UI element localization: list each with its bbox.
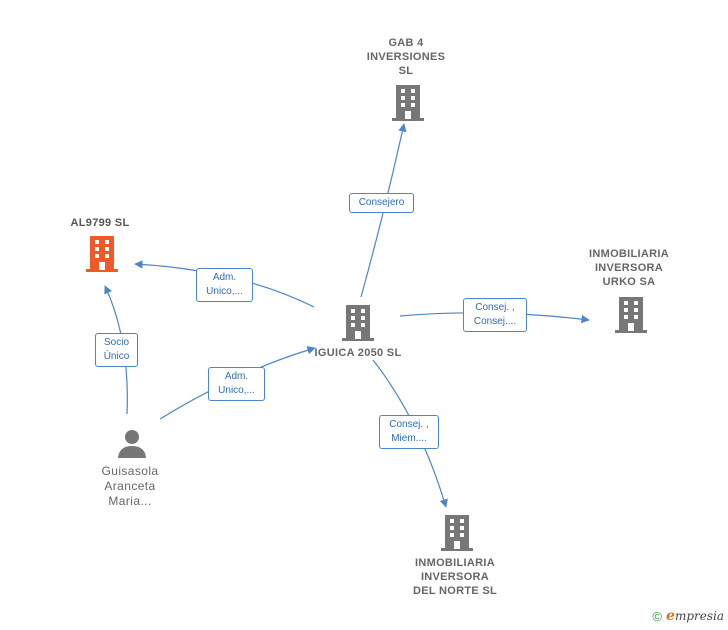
building-icon[interactable] <box>392 85 424 121</box>
node-label-iguica[interactable]: IGUICA 2050 SL <box>300 346 416 360</box>
label-line: INVERSORA <box>594 262 664 274</box>
label-line: INVERSIONES <box>366 51 446 63</box>
footer-brand: © empresia <box>652 608 724 624</box>
label-line: Miem.... <box>391 433 427 444</box>
label-line: Unico,... <box>218 385 255 396</box>
label-line: Unico,... <box>206 286 243 297</box>
building-icon[interactable] <box>86 236 118 272</box>
label-line: GAB 4 <box>388 37 424 49</box>
person-icon[interactable] <box>117 428 147 458</box>
label-line: Guisasola <box>101 464 159 478</box>
label-line: Aranceta <box>104 479 156 493</box>
node-label-al9799[interactable]: AL9799 SL <box>50 216 150 230</box>
node-label-norte[interactable]: INMOBILIARIA INVERSORA DEL NORTE SL <box>400 556 510 598</box>
label-line: DEL NORTE SL <box>412 585 498 597</box>
label-line: Único <box>103 351 130 362</box>
building-icon[interactable] <box>615 297 647 333</box>
label-line: AL9799 SL <box>70 217 130 229</box>
node-label-gab4[interactable]: GAB 4 INVERSIONES SL <box>356 36 456 78</box>
label-line: INMOBILIARIA <box>415 557 495 569</box>
copyright-icon: © <box>652 608 663 624</box>
brand-logo: empresia <box>666 608 724 624</box>
edge-label-socio[interactable]: Socio Único <box>95 333 138 367</box>
edge-label-consej-urko[interactable]: Consej. , Consej.... <box>463 298 527 332</box>
label-line: Adm. <box>224 371 249 382</box>
edge-label-consej-norte[interactable]: Consej. , Miem.... <box>379 415 439 449</box>
node-label-person[interactable]: Guisasola Aranceta Maria... <box>80 464 180 509</box>
label-line: Consej. , <box>475 302 515 313</box>
label-line: SL <box>398 65 414 77</box>
node-label-urko[interactable]: INMOBILIARIA INVERSORA URKO SA <box>574 247 684 289</box>
label-line: IGUICA 2050 SL <box>314 347 402 359</box>
building-icon[interactable] <box>441 515 473 551</box>
label-line: Socio <box>103 337 129 348</box>
label-line: Consej.... <box>473 316 517 327</box>
label-line: INVERSORA <box>420 571 490 583</box>
building-icon[interactable] <box>342 305 374 341</box>
edge-label-adm-iguica[interactable]: Adm. Unico,... <box>208 367 265 401</box>
label-line: INMOBILIARIA <box>589 248 669 260</box>
label-line: Consej. , <box>389 419 429 430</box>
edge-label-consejero[interactable]: Consejero <box>349 193 414 213</box>
label-line: Consejero <box>358 197 405 208</box>
label-line: Adm. <box>212 272 237 283</box>
brand-rest: mpresia <box>674 609 724 623</box>
label-line: Maria... <box>108 494 152 508</box>
brand-initial: e <box>666 608 675 624</box>
label-line: URKO SA <box>602 276 656 288</box>
edge-label-adm-al9799[interactable]: Adm. Unico,... <box>196 268 253 302</box>
